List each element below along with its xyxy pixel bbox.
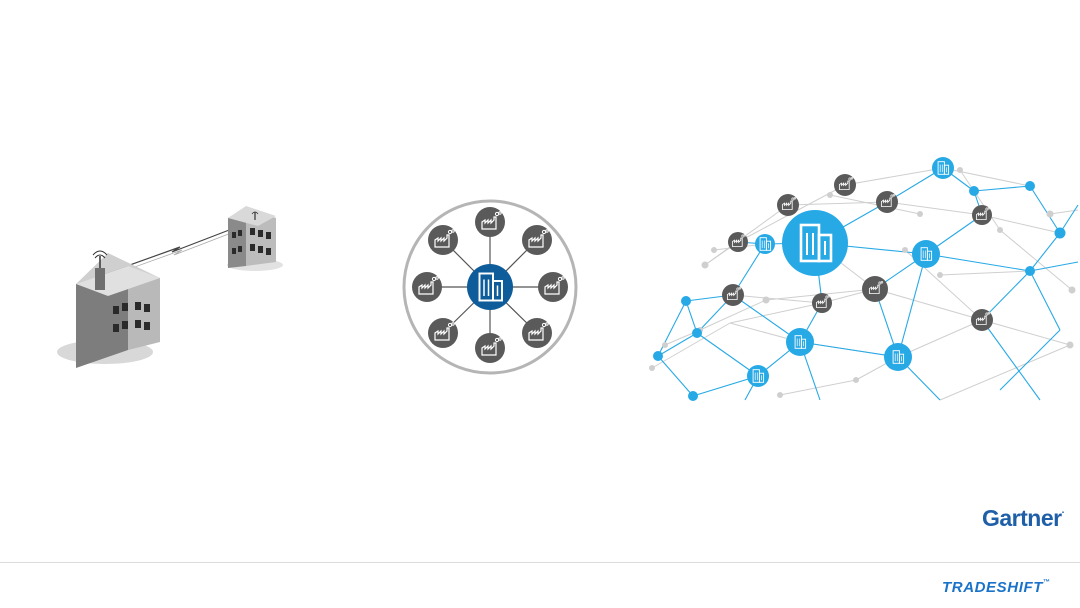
network-office-building-icon (912, 240, 940, 268)
tradeshift-logo-mark: ™ (1043, 579, 1051, 586)
network-office-building-icon (755, 234, 775, 254)
network-factory-icon (722, 284, 744, 306)
network-factory-icon (728, 232, 748, 252)
spoke-factory-icon (475, 207, 505, 237)
hub-and-spoke-diagram (402, 199, 578, 375)
gartner-logo-text: Gartner (982, 505, 1062, 531)
network-factory-icon (834, 174, 856, 196)
hub-office-building-icon (467, 264, 513, 310)
network-factory-icon (972, 205, 992, 225)
tradeshift-logo: TRADESHIFT™ (942, 579, 1051, 596)
network-hub-office-building-icon (782, 210, 848, 276)
spoke-factory-icon (475, 333, 505, 363)
office-building-small-icon (228, 206, 276, 268)
wireless-link-icon (101, 221, 251, 276)
network-factory-icon (862, 276, 888, 302)
spoke-factory-icon (412, 272, 442, 302)
network-factory-icon (876, 191, 898, 213)
gartner-logo-mark: . (1061, 505, 1065, 516)
spoke-factory-icon (522, 318, 552, 348)
gartner-logo: Gartner. (982, 505, 1064, 532)
network-office-building-icon (786, 328, 814, 356)
network-globe-diagram (649, 157, 1079, 401)
network-office-building-icon (932, 157, 954, 179)
point-to-point-diagram (57, 206, 283, 368)
network-factory-icon (971, 309, 993, 331)
tradeshift-logo-text: TRADESHIFT (942, 579, 1043, 596)
network-factory-icon (777, 194, 799, 216)
spoke-factory-icon (428, 318, 458, 348)
spoke-factory-icon (538, 272, 568, 302)
network-office-building-icon (747, 365, 769, 387)
network-factory-icon (812, 293, 832, 313)
footer-divider (0, 562, 1080, 563)
office-building-large-icon (76, 250, 160, 368)
network-office-building-icon (884, 343, 912, 371)
spoke-factory-icon (428, 225, 458, 255)
spoke-factory-icon (522, 225, 552, 255)
